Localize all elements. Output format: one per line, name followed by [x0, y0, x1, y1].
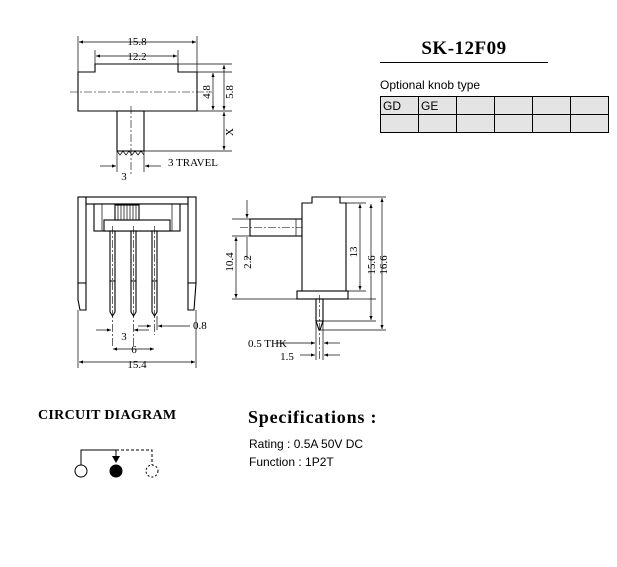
dim-side-body-height: 10.4 [224, 252, 236, 272]
knob-type-table: GD GE [380, 96, 609, 133]
dim-top-knob-width: 3 [121, 171, 127, 183]
dim-side-height-15-6: 15.6 [366, 255, 378, 275]
dim-top-inner-width: 12.2 [127, 51, 146, 63]
table-cell [570, 114, 609, 133]
model-number: SK-12F09 [421, 38, 507, 59]
side-view: 10.4 2.2 13 15.6 16.6 0.5 THK 1.5 [224, 196, 390, 363]
dim-side-height-16-6: 16.6 [378, 255, 390, 275]
terminal-left [74, 464, 88, 478]
dim-side-thickness: 0.5 THK [248, 338, 287, 350]
dim-side-knob-offset: 2.2 [242, 255, 254, 269]
terminal-common [109, 464, 123, 478]
table-cell [380, 114, 419, 133]
table-cell [494, 96, 533, 115]
dim-top-overall-width: 15.8 [127, 36, 147, 48]
table-cell [532, 114, 571, 133]
dim-side-pin-offset: 1.5 [280, 351, 294, 363]
spec-rating: Rating : 0.5A 50V DC [249, 437, 364, 451]
specifications-title: Specifications : [248, 407, 378, 427]
table-cell [532, 96, 571, 115]
dim-front-overall-width: 15.4 [127, 359, 147, 371]
knob-caption: Optional knob type [380, 78, 481, 92]
title-underline [380, 62, 548, 63]
top-view: 15.8 12.2 4.8 5.8 X 3 3 TRAVEL [70, 36, 236, 183]
spec-function: Function : 1P2T [249, 455, 334, 469]
table-cell: GE [418, 96, 457, 115]
table-cell [494, 114, 533, 133]
dim-top-knob-height: X [224, 128, 236, 136]
terminal-right [145, 464, 159, 478]
circuit-diagram-title: CIRCUIT DIAGRAM [38, 408, 177, 423]
dim-front-pin-pitch: 3 [121, 331, 127, 343]
table-row [380, 114, 609, 133]
dim-top-body-height: 4.8 [201, 85, 213, 99]
dim-side-height-13: 13 [348, 246, 360, 258]
table-cell [456, 114, 495, 133]
table-cell [570, 96, 609, 115]
dim-top-travel: 3 TRAVEL [168, 157, 218, 169]
table-cell [418, 114, 457, 133]
dim-front-pin-width: 0.8 [193, 320, 207, 332]
table-cell [456, 96, 495, 115]
dim-top-total-height: 5.8 [224, 85, 236, 99]
dim-front-pin-span: 6 [131, 344, 137, 356]
front-view: 3 0.8 6 15.4 [77, 196, 207, 371]
table-cell: GD [380, 96, 419, 115]
table-row: GD GE [380, 96, 609, 115]
circuit-diagram [74, 449, 159, 478]
